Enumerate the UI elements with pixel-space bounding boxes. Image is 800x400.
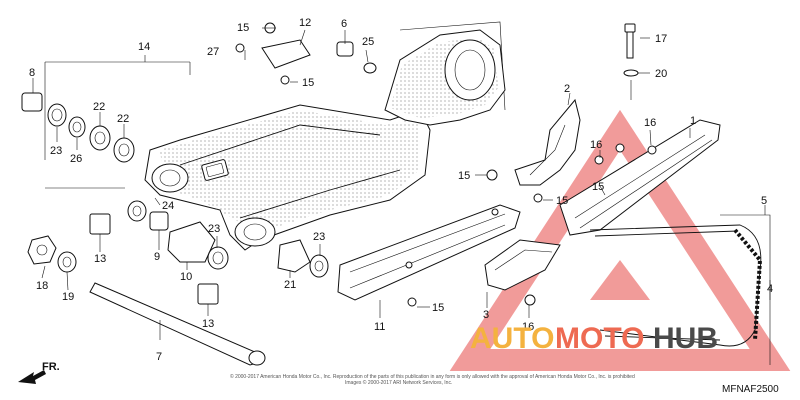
callout-15d: 15 — [556, 195, 568, 207]
callout-14: 14 — [138, 41, 150, 53]
callout-2: 2 — [564, 83, 570, 95]
small-bolts — [235, 22, 657, 307]
watermark-hub: HUB — [653, 322, 718, 355]
chain-guard-upper — [514, 98, 581, 186]
bracket-5 — [720, 214, 771, 365]
callout-3: 3 — [483, 309, 489, 321]
callout-18: 18 — [36, 280, 48, 292]
callout-15c: 15 — [458, 170, 470, 182]
callout-17: 17 — [655, 33, 667, 45]
callout-10: 10 — [180, 271, 192, 283]
bolt-17 — [623, 23, 639, 77]
swingarm — [144, 104, 431, 251]
leaders — [32, 27, 771, 340]
watermark-text: AUTO MOTO HUB — [470, 322, 718, 355]
callout-12: 12 — [299, 17, 311, 29]
pivot-axle — [27, 235, 266, 366]
callout-22a: 22 — [93, 101, 105, 113]
front-arrow: FR. — [18, 361, 60, 384]
callout-23b: 23 — [208, 223, 220, 235]
copyright-line-1: © 2000-2017 American Honda Motor Co., In… — [230, 373, 635, 380]
drive-chain — [589, 224, 763, 347]
callout-20: 20 — [655, 68, 667, 80]
copyright-line-2: Images © 2000-2017 ARI Network Services,… — [345, 379, 452, 386]
callout-16c: 16 — [522, 321, 534, 333]
drive-cover — [384, 29, 506, 126]
callout-15e: 15 — [432, 302, 444, 314]
callout-24: 24 — [162, 200, 174, 212]
bearings-lower — [89, 200, 329, 305]
callout-6: 6 — [341, 18, 347, 30]
callout-21: 21 — [284, 279, 296, 291]
callout-1: 1 — [690, 115, 696, 127]
callout-11: 11 — [374, 321, 385, 333]
diagram-code: MFNAF2500 — [722, 384, 779, 395]
callout-numbers: 1 2 3 4 5 6 7 8 9 10 11 12 13 13 14 15 1… — [29, 17, 773, 363]
callout-8: 8 — [29, 67, 35, 79]
callout-13b: 13 — [202, 318, 214, 330]
watermark-moto: MOTO — [555, 322, 644, 355]
callout-9: 9 — [154, 251, 160, 263]
callout-4: 4 — [767, 283, 773, 295]
callout-13a: 13 — [94, 253, 106, 265]
callout-5: 5 — [761, 195, 767, 207]
callout-15a: 15 — [237, 22, 249, 34]
callout-19: 19 — [62, 291, 74, 303]
bracket-14 — [44, 55, 191, 189]
front-label: FR. — [42, 361, 60, 373]
callout-25: 25 — [362, 36, 374, 48]
callout-22b: 22 — [117, 113, 129, 125]
callout-15f: 15 — [592, 181, 604, 193]
callout-16b: 16 — [644, 117, 656, 129]
callout-16a: 16 — [590, 139, 602, 151]
chain-slider — [337, 204, 521, 301]
callout-15b: 15 — [302, 77, 314, 89]
callout-26: 26 — [70, 153, 82, 165]
callout-23a: 23 — [50, 145, 62, 157]
callout-27: 27 — [207, 46, 219, 58]
callout-23c: 23 — [313, 231, 325, 243]
watermark-auto: AUTO — [470, 322, 554, 355]
chain-guard — [484, 239, 561, 291]
chain-case — [559, 119, 721, 236]
callout-7: 7 — [156, 351, 162, 363]
bearings-left — [21, 92, 135, 163]
